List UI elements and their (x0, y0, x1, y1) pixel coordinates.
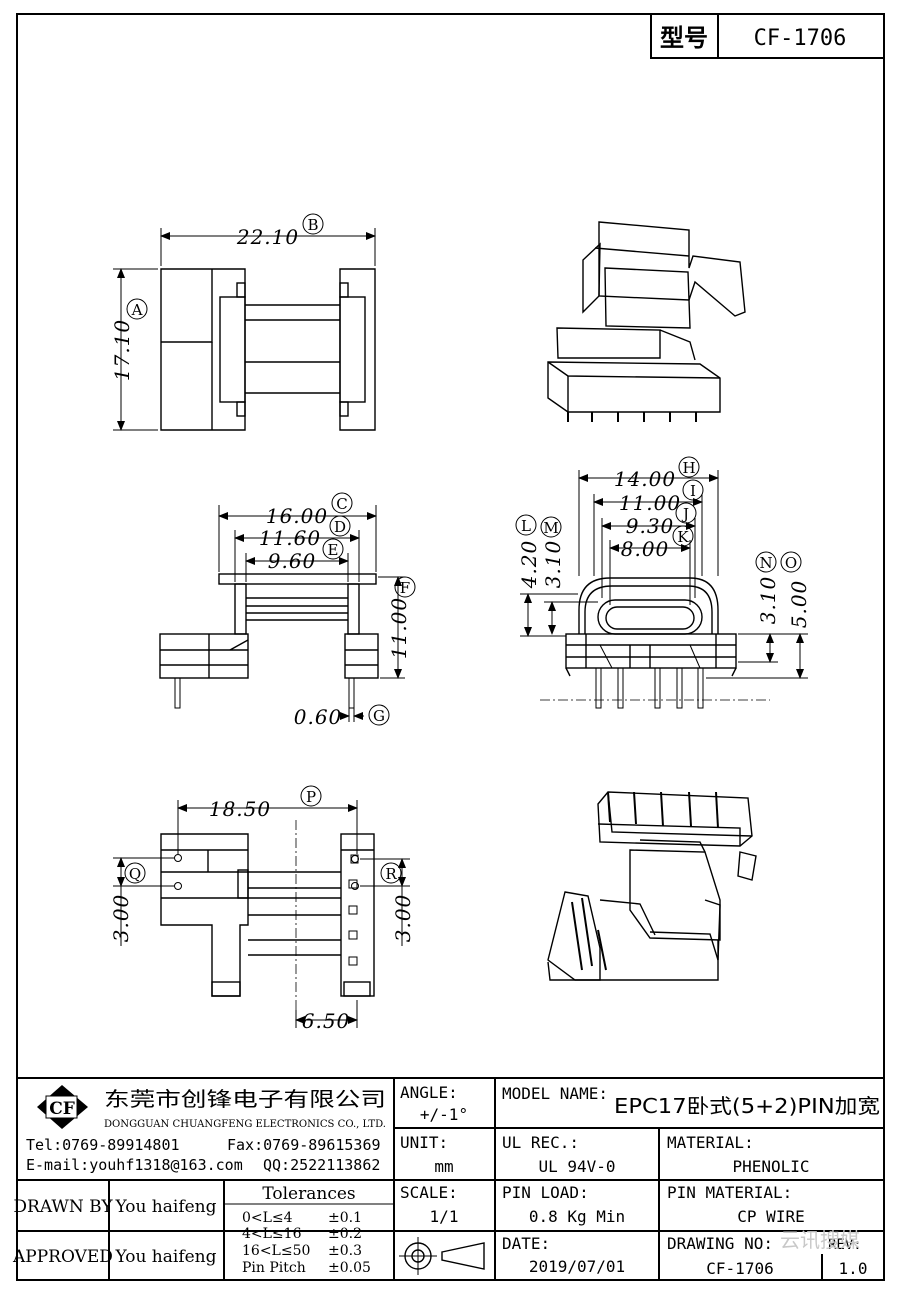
dim-k-value: 8.00 (621, 537, 670, 561)
company-tel: Tel:0769-89914801 (26, 1136, 180, 1154)
title-block: CF 东莞市创锋电子有限公司 DONGGUAN CHUANGFENG ELECT… (12, 1077, 885, 1281)
third-angle-projection-icon (399, 1237, 485, 1275)
approved-value: You haifeng (114, 1247, 216, 1267)
dim-k-tag: K (677, 528, 689, 546)
company-qq: QQ:2522113862 (263, 1156, 380, 1174)
pin-material-value: CP WIRE (737, 1207, 804, 1226)
tolerances-title: Tolerances (262, 1184, 355, 1204)
dim-h-tag: H (682, 459, 695, 477)
dim-f-value: 11.00 (387, 597, 411, 659)
pin-material-label: PIN MATERIAL: (667, 1183, 792, 1202)
pin-load-value: 0.8 Kg Min (529, 1207, 625, 1226)
dim-l-tag: L (521, 517, 531, 535)
material-value: PHENOLIC (732, 1157, 809, 1176)
dim-f-tag: F (400, 579, 410, 597)
tol-value-0: ±0.1 (328, 1210, 362, 1226)
tol-range-3: Pin Pitch (242, 1260, 306, 1276)
ul-value: UL 94V-0 (538, 1157, 615, 1176)
company-name-cn: 东莞市创锋电子有限公司 (104, 1087, 386, 1111)
model-name-label: MODEL NAME: (502, 1084, 608, 1103)
ul-label: UL REC.: (502, 1133, 579, 1152)
drawing-no-value: CF-1706 (706, 1259, 773, 1278)
header-model-box: 型号 CF-1706 (650, 13, 885, 59)
approved-label: APPROVED (12, 1247, 113, 1267)
dim-q-value: 3.00 (109, 894, 133, 943)
rev-label: REV: (828, 1237, 862, 1253)
dim-d-value: 11.60 (259, 526, 321, 550)
dim-b-tag: B (307, 216, 318, 234)
watermark: 云讯搜媒 (780, 1228, 860, 1252)
tol-range-0: 0<L≤4 (242, 1210, 293, 1226)
isometric-view-top (547, 221, 746, 422)
dim-e-value: 9.60 (268, 549, 317, 573)
dim-d-tag: D (334, 518, 346, 536)
dim-c-tag: C (336, 495, 347, 513)
tol-value-3: ±0.05 (328, 1260, 371, 1276)
drawing-no-label: DRAWING NO: (667, 1234, 773, 1253)
tol-value-1: ±0.2 (328, 1226, 362, 1242)
drawn-by-label: DRAWN BY (13, 1197, 113, 1217)
dim-a-value: 17.10 (110, 319, 134, 381)
company-fax: Fax:0769-89615369 (227, 1136, 381, 1154)
dim-a-tag: A (131, 301, 143, 319)
dim-m-tag: M (543, 519, 558, 537)
header-model-label: 型号 (660, 23, 708, 52)
dim-bottom-value: 6.50 (302, 1009, 351, 1033)
tol-value-2: ±0.3 (328, 1243, 362, 1259)
dim-l-value: 4.20 (517, 540, 541, 590)
dim-g-value: 0.60 (294, 705, 343, 729)
rev-value: 1.0 (839, 1259, 868, 1278)
scale-value: 1/1 (430, 1207, 459, 1226)
unit-label: UNIT: (400, 1133, 448, 1152)
angle-value: +/-1° (420, 1105, 468, 1124)
front-view: 16.00 C 11.60 D 9.60 E 11.00 F 0.60 G (159, 492, 416, 729)
dim-p-value: 18.50 (209, 797, 271, 821)
model-name-value: EPC17卧式(5+2)PIN加宽 (614, 1094, 880, 1118)
dim-e-tag: E (328, 541, 339, 559)
date-label: DATE: (502, 1234, 550, 1253)
tol-range-1: 4<L≤16 (242, 1226, 302, 1242)
dim-i-tag: I (690, 482, 696, 500)
top-view: 22.10 B 17.10 A (110, 213, 376, 431)
dim-j-tag: J (681, 505, 689, 523)
dim-g-tag: G (373, 707, 385, 725)
logo-text: CF (49, 1099, 75, 1119)
dim-n-tag: N (759, 554, 772, 572)
tol-range-2: 16<L≤50 (242, 1243, 310, 1259)
company-name-en: DONGGUAN CHUANGFENG ELECTRONICS CO., LTD… (104, 1119, 386, 1130)
drawn-by-value: You haifeng (114, 1197, 216, 1217)
dim-n-value: 3.10 (756, 576, 780, 625)
dim-c-value: 16.00 (266, 504, 328, 528)
angle-label: ANGLE: (400, 1083, 458, 1102)
dim-p-tag: P (306, 788, 316, 806)
dim-m-value: 3.10 (541, 540, 565, 589)
dim-h-value: 14.00 (614, 467, 676, 491)
dim-i-value: 11.00 (619, 491, 681, 515)
unit-value: mm (434, 1157, 453, 1176)
tolerance-table: 0<L≤4 ±0.1 4<L≤16 ±0.2 16<L≤50 ±0.3 Pin … (242, 1210, 371, 1276)
side-view: 14.00 H 11.00 I 9.30 J 8.00 K 4.20 L 3.1 (515, 456, 811, 709)
dim-r-value: 3.00 (391, 894, 415, 943)
company-logo: CF (37, 1085, 88, 1129)
company-email: E-mail:youhf1318@163.com (26, 1156, 243, 1174)
pin-load-label: PIN LOAD: (502, 1183, 589, 1202)
date-value: 2019/07/01 (529, 1257, 625, 1276)
isometric-view-bottom (547, 791, 757, 981)
material-label: MATERIAL: (667, 1133, 754, 1152)
header-model-value: CF-1706 (754, 26, 847, 51)
dim-j-value: 9.30 (626, 514, 675, 538)
scale-label: SCALE: (400, 1183, 458, 1202)
dim-q-tag: Q (129, 865, 141, 883)
dim-b-value: 22.10 (236, 225, 299, 249)
dim-o-value: 5.00 (787, 580, 811, 629)
dim-o-tag: O (785, 554, 797, 572)
bottom-view: 18.50 P 3.00 Q 3.00 R 6.50 (109, 785, 415, 1033)
dim-r-tag: R (385, 865, 397, 883)
